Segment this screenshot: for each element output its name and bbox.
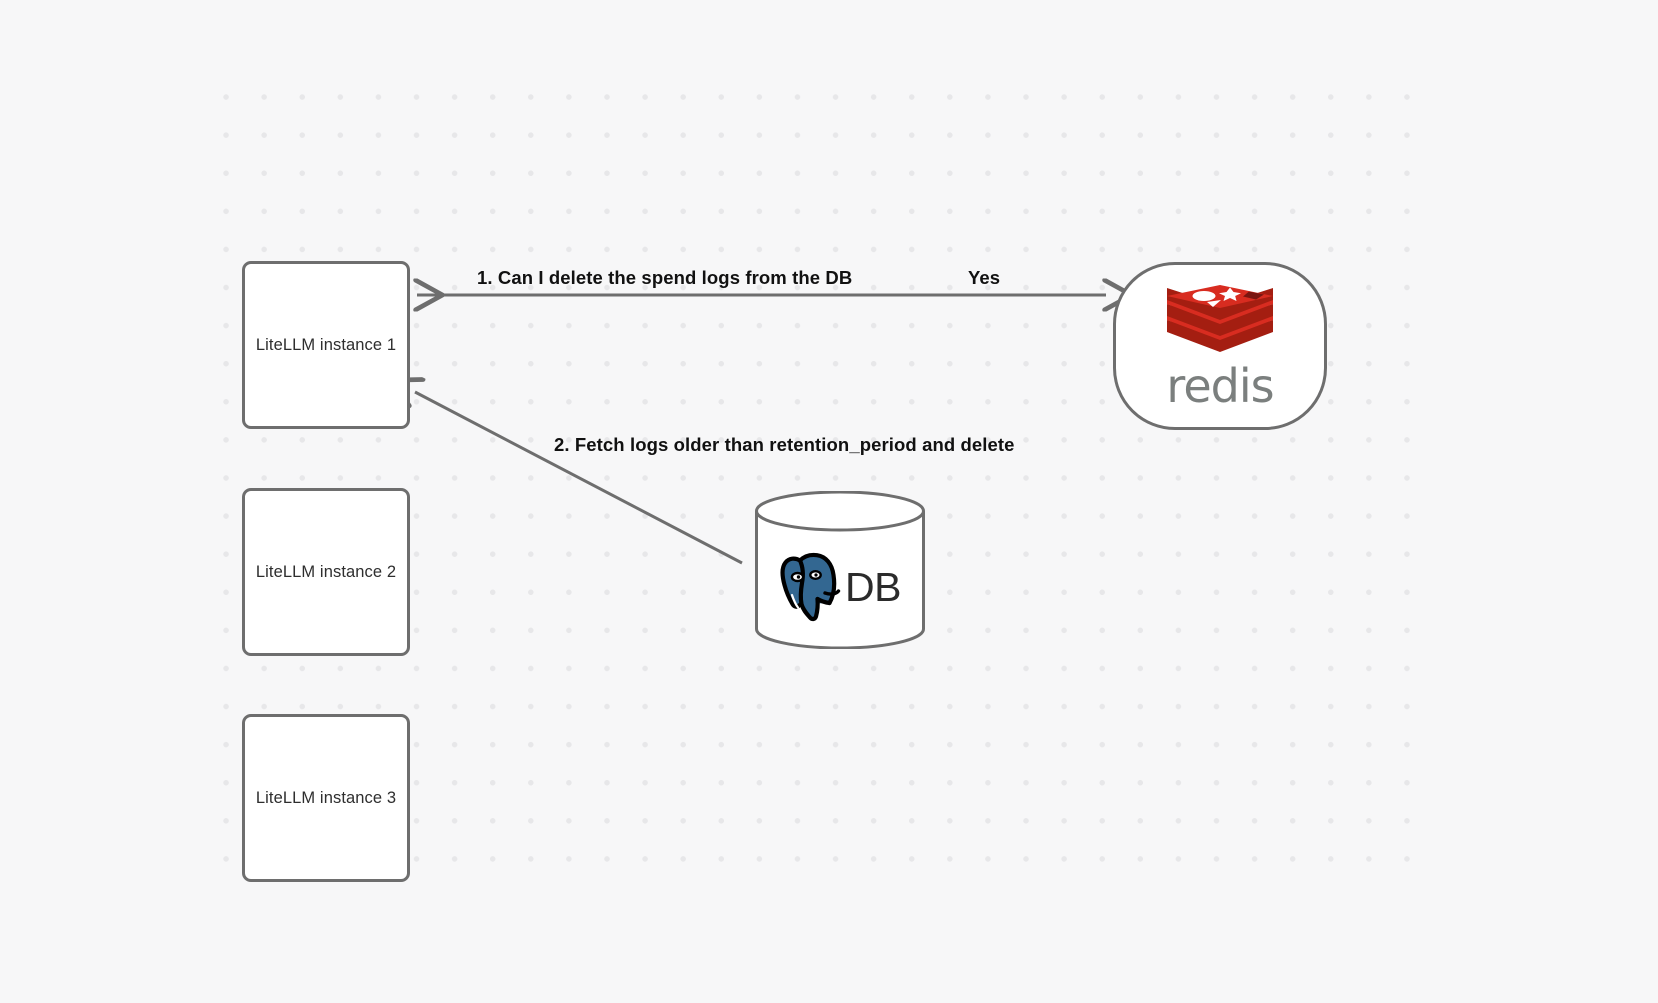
redis-logo-icon [1167,285,1273,352]
database-cylinder-shape [755,491,925,649]
node-litellm-instance-2[interactable]: LiteLLM instance 2 [242,488,410,656]
edge-2-label: 2. Fetch logs older than retention_perio… [554,434,1015,455]
postgresql-elephant-icon [780,552,841,622]
edge-1-reply-label: Yes [968,267,1001,288]
node-litellm-instance-3[interactable]: LiteLLM instance 3 [242,714,410,882]
node-redis[interactable]: redis [1113,262,1327,430]
node-litellm-instance-1[interactable]: LiteLLM instance 1 [242,261,410,429]
edge-1-label: 1. Can I delete the spend logs from the … [477,267,853,288]
database-logo-row: DB [754,547,926,627]
redis-wordmark: redis [1166,359,1274,413]
node-database[interactable]: DB [754,491,926,649]
node-label: LiteLLM instance 2 [255,562,397,581]
node-label: LiteLLM instance 1 [255,335,397,354]
database-label: DB [845,563,901,610]
node-label: LiteLLM instance 3 [255,788,397,807]
edge-2-line [415,392,743,565]
